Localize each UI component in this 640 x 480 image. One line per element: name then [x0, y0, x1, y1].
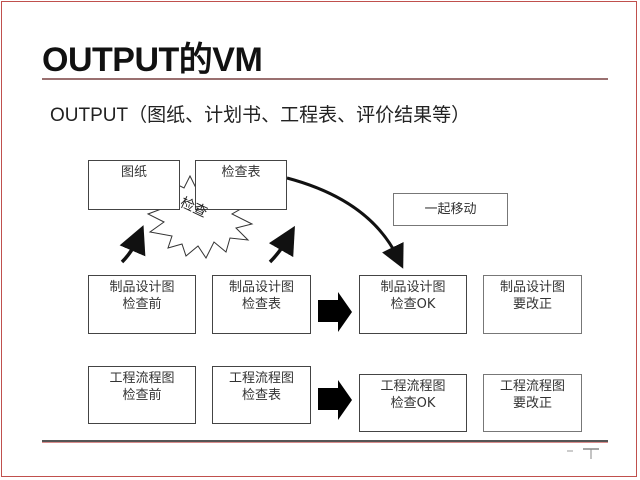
slide-title: OUTPUT的VM [42, 41, 263, 79]
product-design-ok-box: 制品设计图 检查OK [359, 275, 467, 334]
box-line1: 工程流程图 [228, 371, 294, 386]
box-line2: 要改正 [512, 297, 552, 312]
checklist-box: 检查表 [195, 160, 287, 210]
up-arrow-left [119, 225, 146, 264]
product-design-checklist-box: 制品设计图 检查表 [212, 275, 311, 334]
box-line2: 检查前 [122, 297, 162, 312]
block-arrow-row1 [318, 292, 352, 332]
box-line1: 制品设计图 [109, 280, 175, 295]
box-line1: 制品设计图 [499, 280, 565, 295]
drawing-label: 图纸 [120, 165, 147, 180]
process-flow-ok-box: 工程流程图 检查OK [359, 374, 467, 432]
footer-divider-accent [42, 442, 608, 443]
box-line2: 检查OK [390, 396, 436, 411]
move-together-label: 一起移动 [424, 202, 477, 217]
process-flow-checklist-box: 工程流程图 检查表 [212, 366, 311, 424]
title-divider [42, 78, 608, 80]
process-flow-before-box: 工程流程图 检查前 [88, 366, 196, 424]
box-line2: 要改正 [512, 396, 552, 411]
box-line1: 制品设计图 [228, 280, 294, 295]
move-arrow [286, 176, 404, 269]
footer-logo-icon [567, 448, 599, 459]
block-arrow-row2 [318, 380, 352, 420]
box-line2: 检查表 [241, 297, 281, 312]
product-design-before-box: 制品设计图 检查前 [88, 275, 196, 334]
box-line2: 检查表 [241, 388, 281, 403]
up-arrow-right [268, 225, 295, 264]
footer-divider [42, 440, 608, 442]
box-line1: 工程流程图 [499, 379, 565, 394]
process-flow-fix-box: 工程流程图 要改正 [483, 374, 582, 432]
box-line1: 制品设计图 [380, 280, 446, 295]
checklist-label: 检查表 [221, 165, 261, 180]
move-together-box: 一起移动 [393, 193, 508, 226]
product-design-fix-box: 制品设计图 要改正 [483, 275, 582, 334]
slide-subtitle: OUTPUT（图纸、计划书、工程表、评价结果等） [50, 105, 471, 126]
box-line2: 检查前 [122, 388, 162, 403]
box-line1: 工程流程图 [380, 379, 446, 394]
box-line2: 检查OK [390, 297, 436, 312]
drawing-box: 图纸 [88, 160, 180, 210]
box-line1: 工程流程图 [109, 371, 175, 386]
